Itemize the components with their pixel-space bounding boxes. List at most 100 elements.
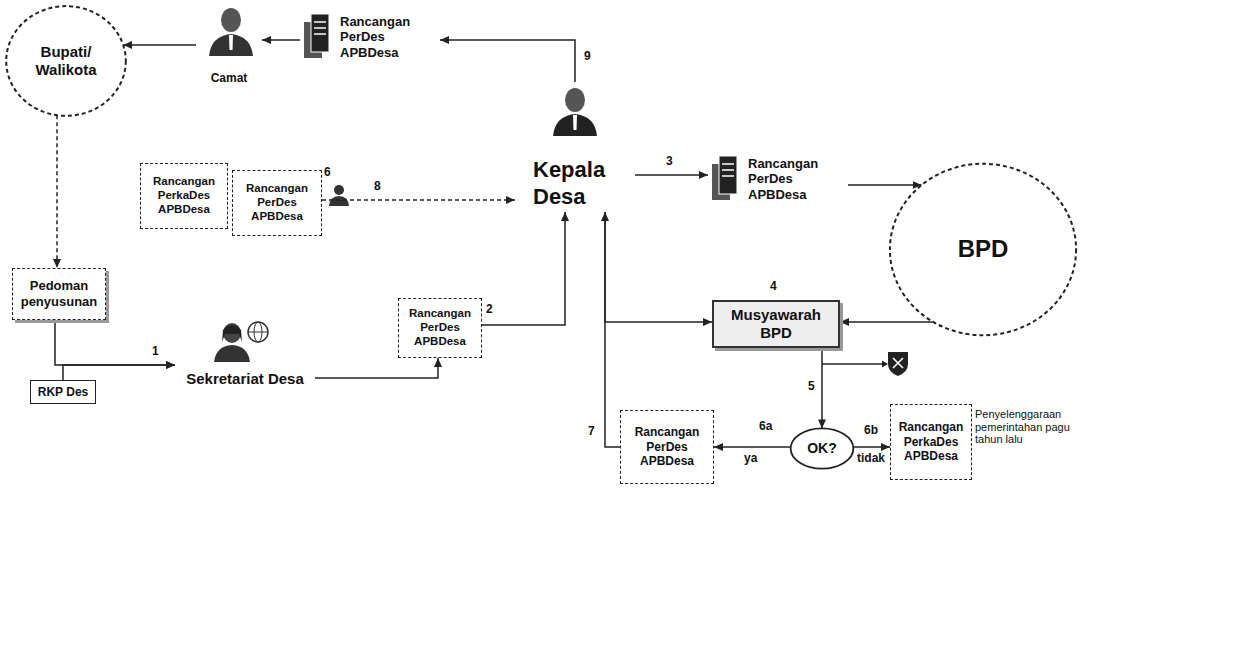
node-text: Kepala Desa xyxy=(533,157,625,210)
connector xyxy=(123,44,196,46)
connector xyxy=(440,40,575,82)
branch-line-part xyxy=(822,363,882,365)
small-person-icon-part xyxy=(334,185,344,195)
person-icon-part xyxy=(214,345,250,362)
node-text: RKP Des xyxy=(38,385,88,399)
person-icon-part xyxy=(209,34,253,56)
dashed-box: Rancangan PerDes APBDesa xyxy=(232,170,322,236)
document-icon-part xyxy=(719,156,737,194)
globe-icon-part xyxy=(248,322,268,342)
document-icon-part xyxy=(314,21,326,23)
callout-number: 6a xyxy=(757,420,774,434)
document-node: Rancangan PerDes APBDesa xyxy=(708,148,848,210)
globe-icon-part xyxy=(248,332,268,333)
node-text: Camat xyxy=(211,71,248,85)
document-node: Rancangan PerDes APBDesa xyxy=(300,8,440,66)
small-person-icon xyxy=(329,185,349,206)
document-icon-part xyxy=(722,169,734,171)
dashed-box: Rancangan PerkaDes APBDesa xyxy=(890,404,972,480)
shield-icon-part xyxy=(888,352,908,376)
callout-number: 8 xyxy=(372,180,383,194)
document-icon-part xyxy=(314,33,326,35)
node-text: Musyawarah BPD xyxy=(719,306,833,342)
branch-line-part xyxy=(882,361,888,368)
callout-number: 2 xyxy=(484,303,495,317)
node-text: Pedoman penyusunan xyxy=(18,278,100,309)
connector xyxy=(482,212,565,325)
document-icon-part xyxy=(722,175,734,177)
connector xyxy=(55,320,175,365)
document-icon xyxy=(712,156,737,200)
node-text: Rancangan PerDes APBDesa xyxy=(404,307,476,348)
callout-number: 4 xyxy=(768,280,779,294)
callout-number: 5 xyxy=(806,380,817,394)
document-icon-part xyxy=(722,163,734,165)
connector xyxy=(56,115,58,268)
node-outline-shape xyxy=(791,428,854,468)
person-icon-part xyxy=(222,325,242,342)
node-text: Rancangan PerkaDes APBDesa xyxy=(146,175,222,216)
connector xyxy=(605,212,620,447)
circle-node: Bupati/ Walikota xyxy=(5,5,127,117)
person-icon-part xyxy=(221,8,241,32)
person-icon-part xyxy=(573,115,577,130)
small-person-icon-part xyxy=(329,196,349,206)
shield-icon-part xyxy=(893,358,903,368)
document-icon xyxy=(304,14,329,58)
connector xyxy=(322,199,515,201)
node-text: Rancangan PerDes APBDesa xyxy=(748,156,838,203)
connector xyxy=(853,446,890,448)
node-text: Rancangan PerkaDes APBDesa xyxy=(896,420,966,463)
connector xyxy=(315,358,438,378)
callout-number: 6b xyxy=(862,424,880,438)
node-text: Sekretariat Desa xyxy=(186,370,304,388)
node-text: Rancangan PerDes APBDesa xyxy=(340,14,430,61)
callout-number: 3 xyxy=(664,155,675,169)
connector xyxy=(821,348,823,428)
edge-label: ya xyxy=(742,452,759,466)
person-icon-part xyxy=(565,88,585,112)
edge-label: tidak xyxy=(855,452,887,466)
document-icon-part xyxy=(311,14,329,52)
person-icon-part xyxy=(223,323,241,343)
node-outline-shape xyxy=(890,164,1076,336)
dashed-box: Rancangan PerkaDes APBDesa xyxy=(140,163,228,229)
branch-line xyxy=(822,361,888,368)
dashed-box: Pedoman penyusunan xyxy=(12,268,106,320)
process-box: Musyawarah BPD xyxy=(712,300,840,348)
note-text: Penyelenggaraan pemerintahan pagu tahun … xyxy=(973,408,1085,446)
person-icon xyxy=(553,88,597,136)
dashed-box: Rancangan PerDes APBDesa xyxy=(398,298,482,358)
person-icon-part xyxy=(553,114,597,136)
connector xyxy=(262,39,300,41)
process-box: RKP Des xyxy=(30,380,96,404)
node-text: BPD xyxy=(958,235,1009,264)
decision-oval: OK? xyxy=(790,428,854,469)
person-icon-part xyxy=(229,35,233,50)
person-node: Kepala Desa xyxy=(515,82,635,212)
connector xyxy=(605,212,712,322)
callout-number: 9 xyxy=(582,50,593,64)
connector xyxy=(714,446,791,448)
node-outline-shape xyxy=(6,6,126,116)
connector xyxy=(63,365,175,380)
callout-number: 6 xyxy=(322,166,333,180)
document-icon-part xyxy=(314,27,326,29)
circle-node: BPD xyxy=(888,162,1078,337)
connector xyxy=(635,174,708,176)
node-text: Rancangan PerDes APBDesa xyxy=(626,425,708,468)
callout-number: 7 xyxy=(586,425,597,439)
person-icon xyxy=(214,323,250,362)
person-node: Camat xyxy=(196,5,262,87)
connector xyxy=(848,184,922,186)
dashed-box: Rancangan PerDes APBDesa xyxy=(620,410,714,484)
person-node: Sekretariat Desa xyxy=(175,320,315,390)
shield-icon xyxy=(888,352,908,376)
connector xyxy=(840,321,933,323)
callout-number: 1 xyxy=(150,345,161,359)
person-icon xyxy=(209,8,253,56)
node-text: Rancangan PerDes APBDesa xyxy=(238,182,316,223)
